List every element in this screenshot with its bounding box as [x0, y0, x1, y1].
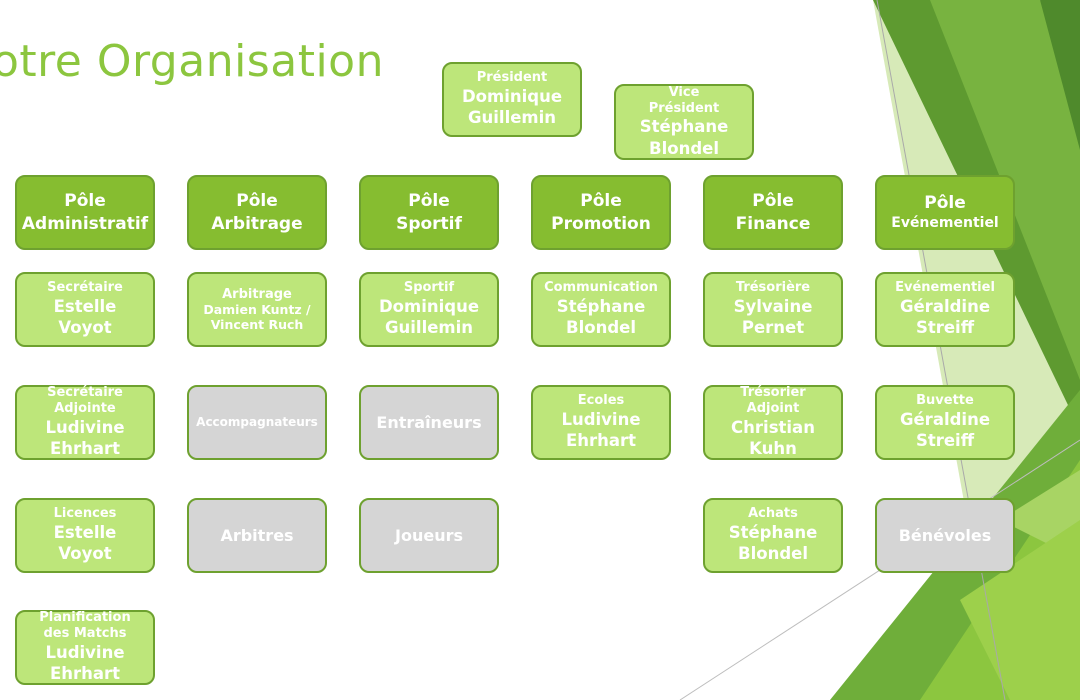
person-name: Blondel: [566, 318, 636, 338]
pole-name: Arbitrage: [211, 213, 303, 234]
person-name: Géraldine: [899, 409, 991, 429]
group-benevoles[interactable]: Bénévoles: [875, 498, 1015, 573]
role-label: Arbitrage: [222, 286, 292, 302]
role-label: Secrétaire: [47, 385, 123, 401]
role-label: Adjointe: [54, 401, 116, 417]
member-secretaire-adjointe[interactable]: Secrétaire Adjointe Ludivine Ehrhart: [15, 385, 155, 460]
vice-president-box[interactable]: Vice Président Stéphane Blondel: [614, 84, 754, 160]
role-label: Planification: [39, 610, 131, 626]
person-name: Estelle: [53, 296, 117, 316]
pole-label: Pôle: [408, 191, 450, 212]
person-name: Ludivine: [45, 642, 125, 662]
person-name: Kuhn: [749, 439, 797, 459]
member-licences[interactable]: Licences Estelle Voyot: [15, 498, 155, 573]
role-label: Sportif: [403, 280, 455, 296]
group-label: Joueurs: [395, 525, 463, 545]
deco-line: [876, 0, 1006, 700]
member-planification-matchs[interactable]: Planification des Matchs Ludivine Ehrhar…: [15, 610, 155, 685]
person-name: Stéphane: [639, 117, 729, 137]
member-evenementiel[interactable]: Evénementiel Géraldine Streiff: [875, 272, 1015, 347]
member-buvette[interactable]: Buvette Géraldine Streiff: [875, 385, 1015, 460]
role-label: Communication: [544, 280, 658, 296]
member-achats[interactable]: Achats Stéphane Blondel: [703, 498, 843, 573]
role-label: Trésorier: [740, 385, 806, 401]
person-name: Sylvaine: [733, 296, 813, 316]
pole-name: Promotion: [551, 213, 651, 234]
role-label: Président: [648, 100, 720, 116]
person-name: Stéphane: [728, 522, 818, 542]
pole-label: Pôle: [924, 193, 966, 214]
person-name: Ehrhart: [565, 431, 637, 451]
person-name: Blondel: [649, 138, 719, 158]
deco-facet: [1040, 0, 1080, 150]
person-name: Streiff: [915, 431, 975, 451]
member-communication[interactable]: Communication Stéphane Blondel: [531, 272, 671, 347]
member-sportif[interactable]: Sportif Dominique Guillemin: [359, 272, 499, 347]
role-label: Licences: [53, 506, 117, 522]
pole-administratif[interactable]: Pôle Administratif: [15, 175, 155, 250]
role-label: Adjoint: [746, 401, 800, 417]
group-label: Bénévoles: [898, 525, 992, 545]
pole-label: Pôle: [236, 191, 278, 212]
role-label: Trésorière: [735, 280, 811, 296]
person-name: Voyot: [58, 318, 112, 338]
role-label: des Matchs: [43, 626, 127, 642]
page-title: otre Organisation: [0, 36, 384, 87]
person-name: Damien Kuntz /: [203, 302, 311, 318]
pole-name: Evénementiel: [891, 215, 999, 232]
pole-sportif[interactable]: Pôle Sportif: [359, 175, 499, 250]
pole-label: Pôle: [64, 191, 106, 212]
role-label: Evénementiel: [895, 280, 995, 296]
group-label: Accompagnateurs: [196, 414, 318, 429]
pole-name: Administratif: [21, 213, 149, 234]
member-tresoriere[interactable]: Trésorière Sylvaine Pernet: [703, 272, 843, 347]
person-name: Ehrhart: [49, 439, 121, 459]
role-label: Buvette: [916, 393, 974, 409]
person-name: Dominique: [461, 86, 563, 106]
member-secretaire[interactable]: Secrétaire Estelle Voyot: [15, 272, 155, 347]
group-label: Arbitres: [220, 525, 294, 545]
person-name: Guillemin: [384, 318, 474, 338]
group-label: Entraîneurs: [376, 412, 482, 432]
role-label: Ecoles: [577, 393, 625, 409]
role-label: Secrétaire: [47, 280, 123, 296]
person-name: Estelle: [53, 522, 117, 542]
person-name: Voyot: [58, 544, 112, 564]
deco-facet: [960, 520, 1080, 700]
group-joueurs[interactable]: Joueurs: [359, 498, 499, 573]
member-ecoles[interactable]: Ecoles Ludivine Ehrhart: [531, 385, 671, 460]
pole-label: Pôle: [752, 191, 794, 212]
person-name: Ehrhart: [49, 664, 121, 684]
pole-finance[interactable]: Pôle Finance: [703, 175, 843, 250]
person-name: Christian: [731, 417, 815, 437]
pole-promotion[interactable]: Pôle Promotion: [531, 175, 671, 250]
person-name: Guillemin: [467, 108, 557, 128]
person-name: Streiff: [915, 318, 975, 338]
person-name: Vincent Ruch: [210, 317, 304, 333]
person-name: Ludivine: [45, 417, 125, 437]
pole-label: Pôle: [580, 191, 622, 212]
person-name: Ludivine: [561, 409, 641, 429]
person-name: Blondel: [738, 544, 808, 564]
person-name: Géraldine: [899, 296, 991, 316]
pole-name: Finance: [735, 213, 811, 234]
role-label: Vice: [668, 84, 700, 100]
pole-name: Sportif: [396, 213, 462, 234]
president-box[interactable]: Président Dominique Guillemin: [442, 62, 582, 137]
person-name: Pernet: [741, 318, 805, 338]
member-tresorier-adjoint[interactable]: Trésorier Adjoint Christian Kuhn: [703, 385, 843, 460]
pole-arbitrage[interactable]: Pôle Arbitrage: [187, 175, 327, 250]
group-accompagnateurs[interactable]: Accompagnateurs: [187, 385, 327, 460]
role-label: Achats: [748, 506, 798, 522]
group-arbitres[interactable]: Arbitres: [187, 498, 327, 573]
group-entraineurs[interactable]: Entraîneurs: [359, 385, 499, 460]
person-name: Stéphane: [556, 296, 646, 316]
member-arbitrage[interactable]: Arbitrage Damien Kuntz / Vincent Ruch: [187, 272, 327, 347]
person-name: Dominique: [378, 296, 480, 316]
role-label: Président: [476, 70, 548, 86]
pole-evenementiel[interactable]: Pôle Evénementiel: [875, 175, 1015, 250]
